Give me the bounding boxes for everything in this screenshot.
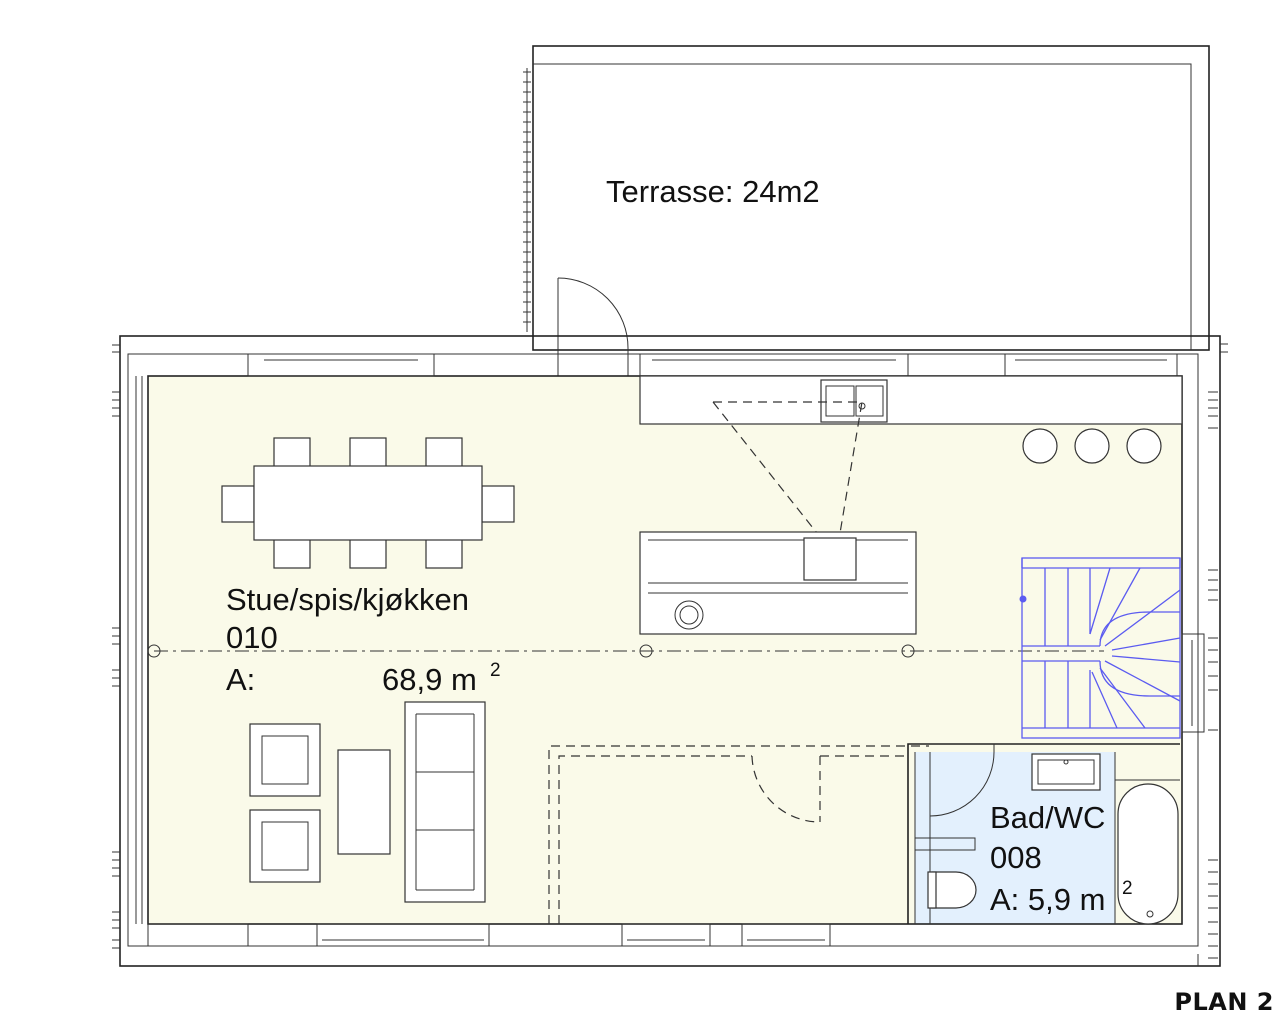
living-room-label: Stue/spis/kjøkken 010 A: 68,9 m 2 bbox=[226, 582, 501, 697]
bathroom-area-sup: 2 bbox=[1122, 878, 1133, 899]
cooktop-icon bbox=[674, 600, 704, 630]
plan-title: PLAN 2 bbox=[1174, 988, 1274, 1016]
terrace-door bbox=[557, 277, 629, 376]
living-room-area-sup: 2 bbox=[490, 660, 501, 681]
dashed-room bbox=[548, 745, 929, 924]
living-room-name: Stue/spis/kjøkken bbox=[226, 582, 469, 617]
living-room-area-label: A: bbox=[226, 662, 255, 697]
axis-line bbox=[147, 644, 1104, 658]
living-room-number: 010 bbox=[226, 620, 278, 655]
dining-table bbox=[221, 437, 515, 569]
bathroom-sink bbox=[1031, 753, 1101, 791]
bathroom bbox=[907, 743, 1180, 925]
kitchen-island bbox=[639, 531, 917, 635]
terrace-railing bbox=[523, 68, 531, 332]
toilet bbox=[931, 871, 977, 909]
bathtub bbox=[1117, 783, 1179, 925]
bathroom-number: 008 bbox=[990, 840, 1042, 875]
sofa-group bbox=[249, 701, 486, 903]
bathroom-name: Bad/WC bbox=[990, 800, 1105, 835]
terrace-label: Terrasse: 24m2 bbox=[606, 174, 820, 209]
living-room-area-value: 68,9 m bbox=[382, 662, 477, 697]
terrace bbox=[523, 45, 1210, 376]
staircase bbox=[1019, 557, 1181, 739]
coffee-table bbox=[337, 749, 391, 855]
bathroom-label: Bad/WC 008 A: 5,9 m 2 bbox=[990, 800, 1133, 917]
kitchen-counter bbox=[639, 375, 1183, 425]
bar-stools bbox=[1022, 428, 1162, 464]
work-triangle bbox=[712, 401, 863, 559]
island-sink bbox=[803, 537, 857, 581]
sofa bbox=[404, 701, 486, 903]
bathroom-area-label: A: 5,9 m bbox=[990, 882, 1105, 917]
